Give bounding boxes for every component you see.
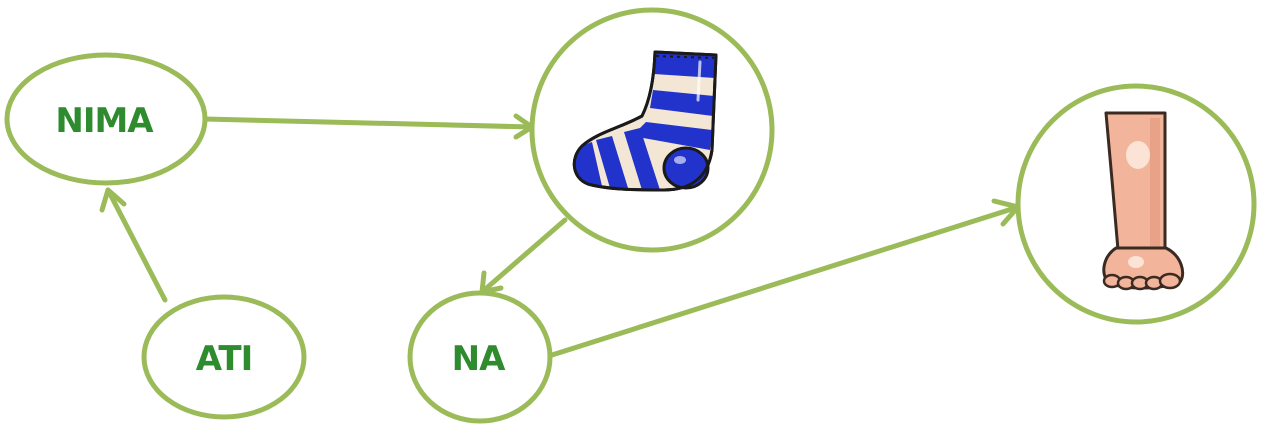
node-nima-label: NIMA <box>55 101 154 141</box>
node-ati-label: ATI <box>196 339 253 379</box>
edge-nima-to-sock <box>202 113 535 140</box>
node-na: NA <box>407 290 553 424</box>
node-nima: NIMA <box>4 52 208 186</box>
striped-sock-icon <box>572 50 718 192</box>
node-sock <box>529 7 775 253</box>
node-leg <box>1015 83 1257 325</box>
edge-ati-to-nima <box>99 187 168 303</box>
node-ati: ATI <box>141 294 307 420</box>
leg-foot-icon <box>1102 111 1185 291</box>
node-na-label: NA <box>452 339 506 379</box>
edge-sock-to-na <box>479 217 568 295</box>
